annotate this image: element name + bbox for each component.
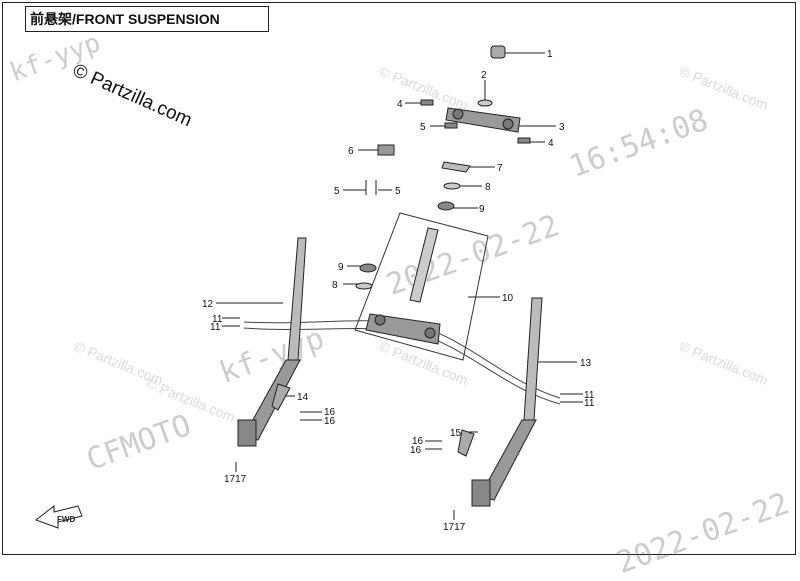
callout-4: 4 — [397, 99, 403, 110]
part-bearing-9a — [437, 201, 455, 211]
fwd-label: FWD — [57, 515, 75, 524]
callout-8: 8 — [332, 280, 338, 291]
callout-11: 11 — [584, 390, 595, 401]
diagram-frame — [2, 2, 796, 555]
callout-4: 4 — [548, 138, 554, 149]
callout-9: 9 — [479, 204, 485, 215]
parts-drawing: FWD 1 2 4 3 5 4 6 7 5 5 8 9 9 8 10 12 11… — [34, 45, 595, 533]
fwd-arrow-icon — [34, 504, 83, 529]
part-steering-stem — [409, 227, 439, 303]
callout-11: 11 — [212, 314, 223, 325]
callout-7: 7 — [497, 163, 503, 174]
callout-3: 3 — [559, 122, 565, 133]
part-fork-left-tube — [287, 237, 307, 361]
part-fork-right-tube — [523, 297, 543, 421]
part-fork-right-axle-mount — [471, 479, 491, 507]
part-bracket — [377, 144, 395, 156]
callout-17: 1717 — [443, 522, 466, 533]
part-upper-triple-clamp — [445, 107, 521, 133]
part-fork-left-slider — [243, 359, 301, 441]
callout-5: 5 — [420, 122, 426, 133]
part-cap — [490, 45, 506, 59]
part-guard-15 — [457, 429, 475, 457]
title-box — [25, 6, 269, 32]
callout-2: 2 — [481, 70, 487, 81]
callout-1: 1 — [547, 49, 553, 60]
part-bolt-4a — [420, 99, 434, 106]
callout-6: 6 — [348, 146, 354, 157]
part-guard-14 — [271, 383, 291, 411]
part-bearing-9b — [359, 263, 377, 273]
callout-8: 8 — [485, 182, 491, 193]
callout-14: 14 — [297, 392, 309, 403]
callout-16: 16 — [324, 416, 336, 427]
callout-16: 16 — [324, 407, 336, 418]
callout-9: 9 — [338, 262, 344, 273]
callout-5: 5 — [334, 186, 340, 197]
diagram-title: 前悬架/FRONT SUSPENSION — [30, 11, 220, 27]
part-plate — [441, 161, 471, 173]
callout-12: 12 — [202, 299, 214, 310]
part-fork-right-slider — [479, 419, 537, 501]
part-washer — [477, 99, 493, 107]
callout-11: 11 — [210, 322, 221, 333]
part-fork-left-axle-mount — [237, 419, 257, 447]
callout-16: 16 — [412, 436, 424, 447]
callout-10: 10 — [502, 293, 514, 304]
callout-5: 5 — [395, 186, 401, 197]
callout-labels: 1 2 4 3 5 4 6 7 5 5 8 9 9 8 10 12 11 11 … — [202, 49, 595, 533]
leader-lines — [216, 52, 583, 520]
part-seal-8a — [443, 182, 461, 190]
callout-17: 1717 — [224, 474, 247, 485]
callout-15: 15 — [450, 428, 462, 439]
part-bolt-4b — [517, 137, 531, 144]
part-seal-8b — [355, 282, 373, 290]
callout-11: 11 — [584, 398, 595, 409]
part-bolt-5a — [444, 122, 458, 129]
callout-16: 16 — [410, 445, 422, 456]
callout-13: 13 — [580, 358, 592, 369]
steering-stem-group-box — [354, 212, 489, 361]
